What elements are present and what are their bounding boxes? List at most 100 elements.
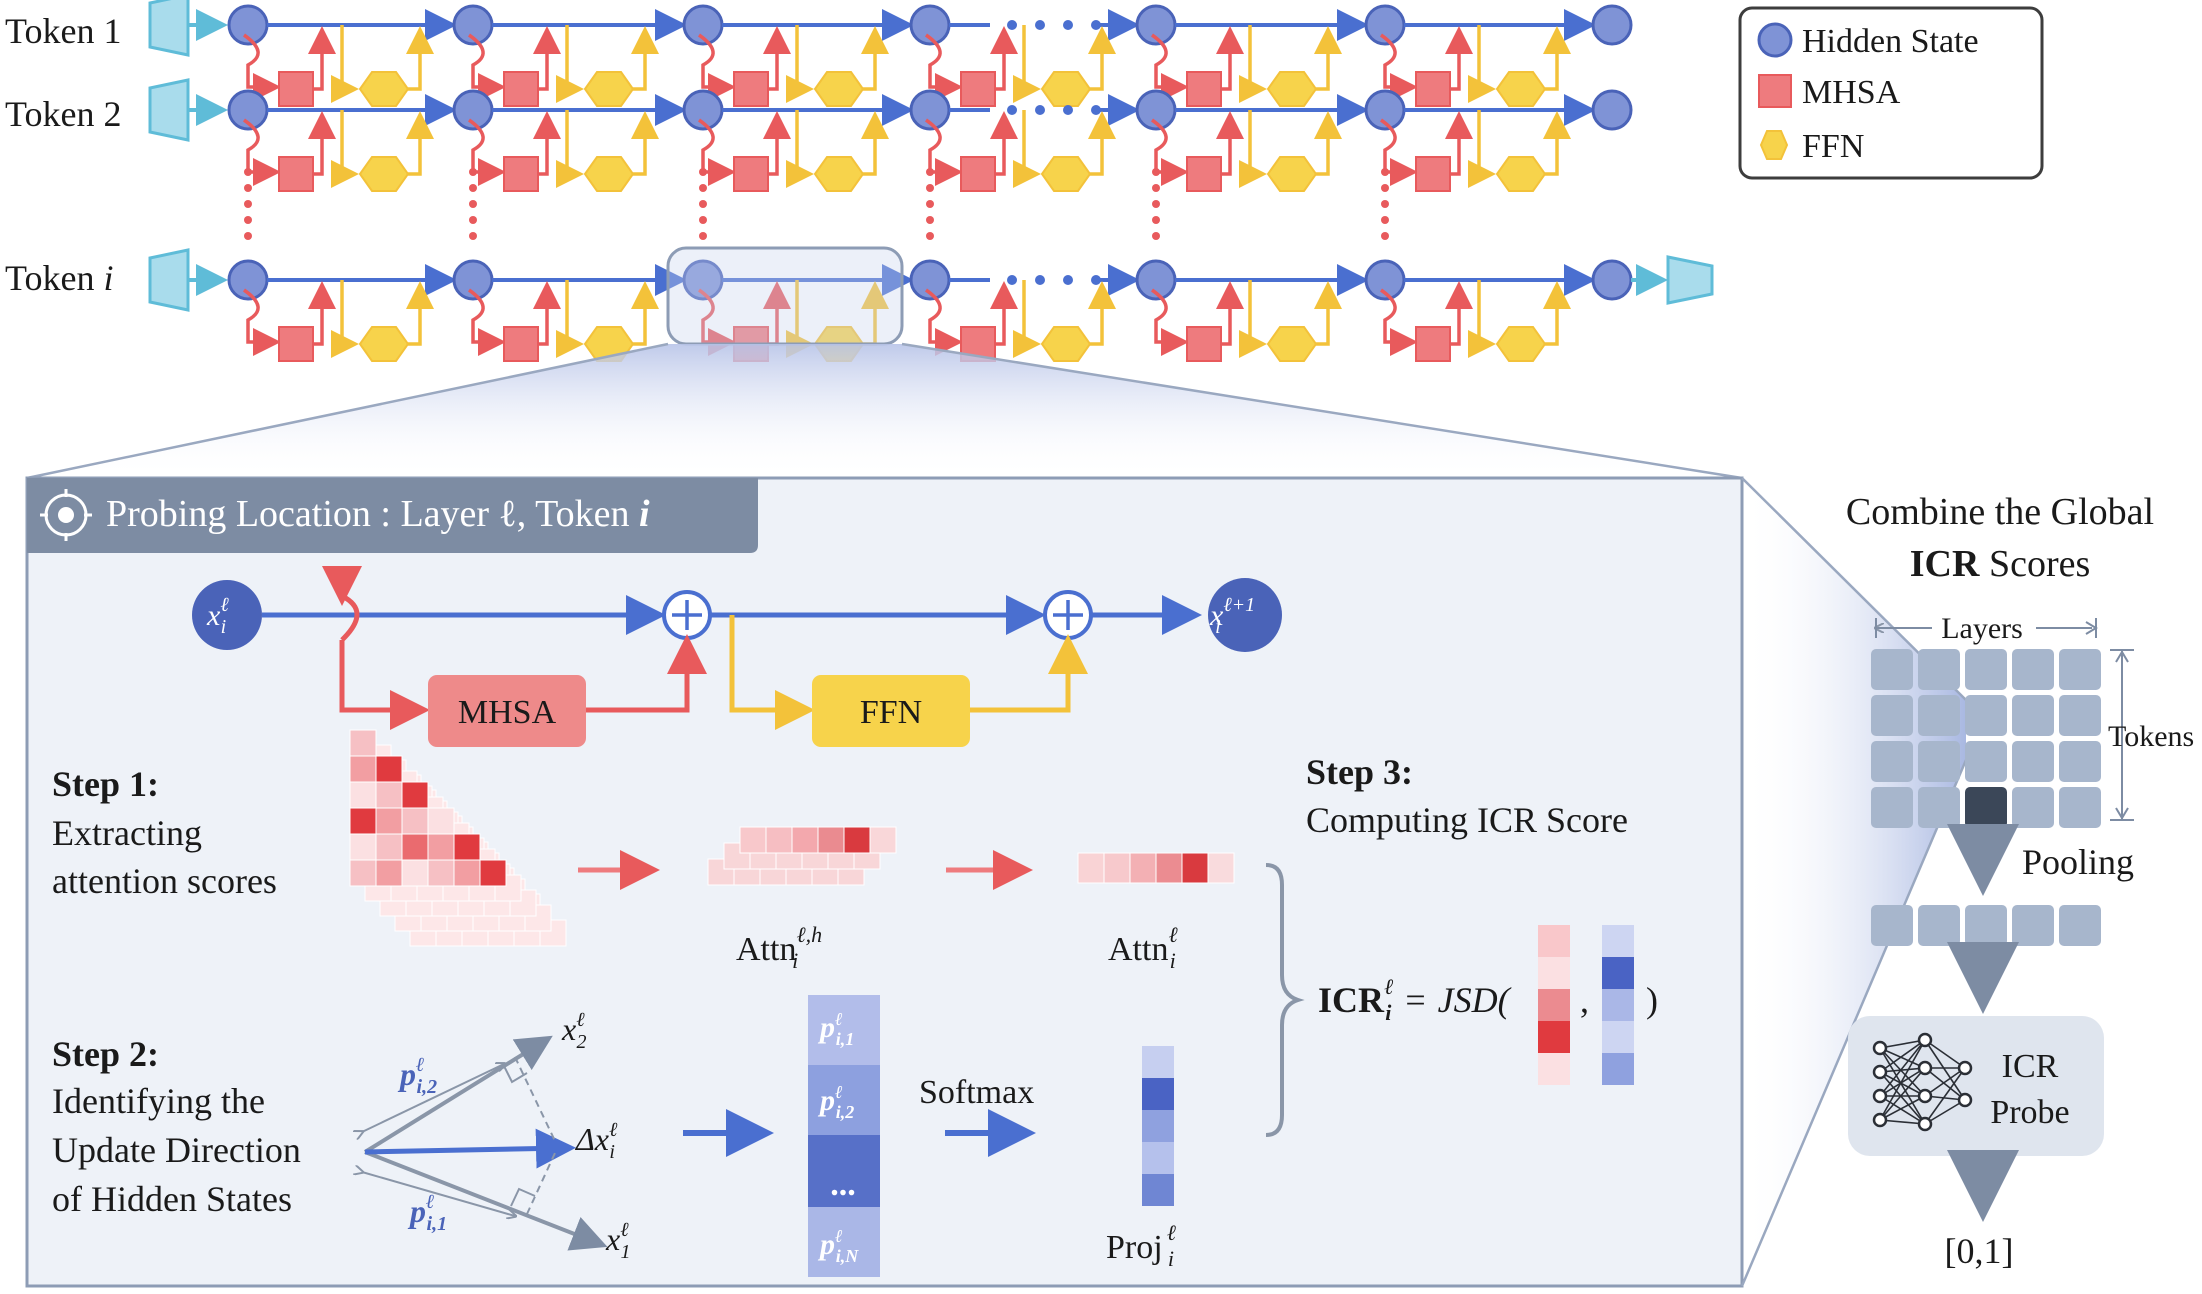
- nn-edge: [1879, 1095, 1926, 1121]
- nn-edge: [1879, 1039, 1926, 1097]
- ffn-branch-arrow: [786, 25, 814, 103]
- layers-label: Layers: [1941, 612, 2023, 645]
- mhsa-block: [1186, 326, 1222, 362]
- icr-grid-cell: [1918, 787, 1960, 828]
- mhsa-input-arrow: [339, 640, 430, 730]
- projection-segment: [808, 1207, 880, 1277]
- icr-grid-cell: [2059, 649, 2101, 690]
- ffn-block: [813, 156, 865, 192]
- mhsa-branch-arrow: [697, 118, 736, 186]
- ffn-return-arrow: [1314, 281, 1342, 346]
- lm-head-icon: [1666, 255, 1714, 305]
- legend-mhsa: MHSA: [1802, 74, 1901, 111]
- nn-edge: [1879, 1119, 1926, 1125]
- vertical-ellipsis-dot: [469, 168, 477, 176]
- mhsa-branch-arrow: [1150, 288, 1189, 356]
- ffn-branch-arrow: [556, 110, 584, 188]
- attention-cell: [375, 807, 403, 835]
- probing-location-highlight: [666, 246, 904, 346]
- vertical-ellipsis-dot: [1152, 184, 1160, 192]
- zoom-fan-left-edge: [26, 342, 669, 480]
- mhsa-block: [733, 156, 769, 192]
- attention-cell: [375, 755, 403, 783]
- ffn-return-arrow: [1543, 111, 1571, 176]
- ffn-branch-arrow: [1013, 280, 1041, 358]
- token-i-label: Token i: [5, 258, 113, 298]
- nn-node: [1917, 1060, 1933, 1076]
- mhsa-branch-arrow: [242, 33, 281, 101]
- nn-edge: [1924, 1067, 1966, 1097]
- ellipsis-dot: [1007, 105, 1017, 115]
- ffn-return-arrow: [1543, 281, 1571, 346]
- mhsa-block: [428, 675, 586, 747]
- mhsa-block: [503, 156, 539, 192]
- mhsa-block: [278, 71, 314, 107]
- mhsa-return-arrow: [1216, 281, 1244, 346]
- nn-edge: [1924, 1039, 1966, 1101]
- zoom-fan-right-edge: [901, 342, 1743, 480]
- vertical-ellipsis-dot: [699, 232, 707, 240]
- projection-segment: [808, 995, 880, 1065]
- ffn-return-arrow: [631, 111, 659, 176]
- layer-attention-cell: [1181, 852, 1209, 884]
- vertical-ellipsis-dot: [1381, 216, 1389, 224]
- head-attention-cell: [817, 826, 845, 854]
- ffn-return-arrow: [1088, 281, 1116, 346]
- icr-grid-cell: [1871, 787, 1913, 828]
- mhsa-block: [960, 71, 996, 107]
- mhsa-return-arrow: [990, 26, 1018, 91]
- mhsa-output-arrow: [586, 634, 707, 713]
- pooled-score-row: [1871, 905, 2101, 946]
- ffn-branch-arrow: [1468, 25, 1496, 103]
- ellipsis-dot: [1063, 105, 1073, 115]
- step2-line2: Update Direction: [52, 1130, 301, 1170]
- mhsa-block: [278, 156, 314, 192]
- ffn-return-arrow: [631, 26, 659, 91]
- ffn-branch-arrow: [1239, 25, 1267, 103]
- mhsa-return-arrow: [1445, 281, 1473, 346]
- proj-cell: [1142, 1046, 1174, 1078]
- vertical-ellipsis-dot: [1152, 200, 1160, 208]
- mhsa-branch-arrow: [697, 33, 736, 101]
- attention-cell: [427, 859, 455, 887]
- nn-edge: [1924, 1039, 1966, 1069]
- step1-heading: Step 1:: [52, 764, 159, 804]
- attention-cell: [453, 859, 481, 887]
- vertical-ellipsis-dot: [699, 184, 707, 192]
- ffn-block: [358, 156, 410, 192]
- neural-network-icon: [1872, 1032, 1973, 1132]
- ffn-block: [1266, 326, 1318, 362]
- mhsa-return-arrow: [533, 26, 561, 91]
- ffn-block: [1266, 156, 1318, 192]
- legend-hidden-state: Hidden State: [1802, 23, 1979, 60]
- vertical-ellipsis-dot: [244, 216, 252, 224]
- ffn-block: [1040, 71, 1092, 107]
- ffn-block: [1040, 326, 1092, 362]
- hidden-state-out: [1208, 578, 1282, 652]
- ffn-block: [1040, 156, 1092, 192]
- token-embed-icon: [148, 78, 190, 142]
- mhsa-branch-arrow: [697, 288, 736, 356]
- head-attention-cell: [869, 826, 897, 854]
- proj-cell: [1142, 1078, 1174, 1110]
- icr-grid-cell: [1965, 741, 2007, 782]
- icr-score-grid: [1871, 649, 2101, 828]
- icr-grid-cell: [2059, 741, 2101, 782]
- ffn-block: [583, 156, 635, 192]
- mhsa-return-arrow: [308, 26, 336, 91]
- mhsa-branch-arrow: [1379, 33, 1418, 101]
- icr-attention-column: [1538, 925, 1570, 1085]
- vertical-ellipsis-dot: [1381, 232, 1389, 240]
- icr-comma: ,: [1580, 980, 1589, 1020]
- legend-ffn: FFN: [1802, 128, 1864, 165]
- ffn-return-arrow: [1088, 111, 1116, 176]
- attention-cell: [375, 781, 403, 809]
- head-attention-cell: [765, 826, 793, 854]
- icr-grid-cell: [1965, 649, 2007, 690]
- col-dots-label: ...: [830, 1166, 856, 1203]
- mhsa-return-arrow: [990, 281, 1018, 346]
- ffn-block: [583, 71, 635, 107]
- vertical-ellipsis-dot: [469, 184, 477, 192]
